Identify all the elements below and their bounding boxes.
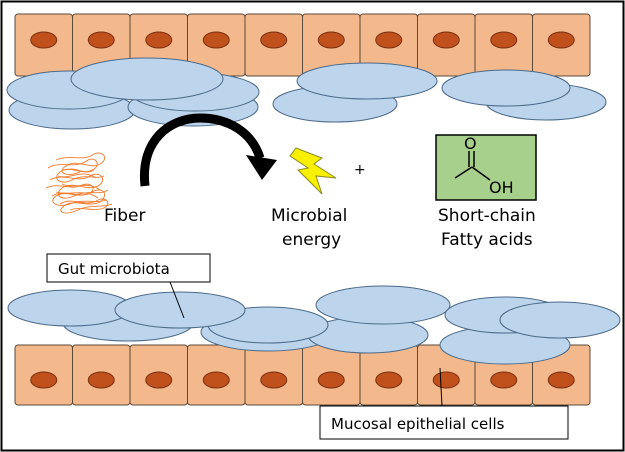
cell-nucleus — [547, 31, 575, 49]
hydroxyl-bond — [471, 166, 491, 181]
bacterium — [7, 289, 133, 327]
scfa-label-line1: Short-chain — [438, 206, 536, 226]
cell-nucleus — [375, 31, 403, 49]
gut-microbiota-leader — [169, 281, 185, 319]
cell-nucleus — [87, 371, 115, 389]
cell-nucleus — [87, 31, 115, 49]
plus-sign: + — [354, 162, 366, 178]
mucosal-cells-callout: Mucosal epithelial cells — [319, 367, 569, 440]
gut-microbiota-callout: Gut microbiota — [46, 253, 211, 319]
cell-nucleus — [202, 31, 230, 49]
curved-arrow-icon — [139, 113, 277, 187]
bacterium — [296, 62, 438, 100]
bacterium — [499, 301, 621, 339]
hydroxyl-group: OH — [489, 178, 514, 197]
gut-microbiota-label: Gut microbiota — [58, 260, 170, 278]
microbial-energy-label-line2: energy — [282, 230, 341, 250]
top-microbiota-layer — [6, 57, 607, 130]
cell-nucleus — [30, 371, 58, 389]
cell-nucleus — [260, 31, 288, 49]
fiber-scribble-icon — [45, 152, 113, 214]
mucosal-cells-leader — [439, 367, 443, 407]
cell-nucleus — [490, 371, 518, 389]
fiber-label: Fiber — [104, 206, 146, 226]
cell-nucleus — [145, 371, 173, 389]
bacterium — [70, 57, 224, 101]
cell-nucleus — [317, 31, 345, 49]
scfa-label-line2: Fatty acids — [441, 230, 533, 250]
bacterium — [315, 285, 451, 325]
cell-nucleus — [317, 371, 345, 389]
molecule-box — [435, 134, 537, 201]
methyl-bond — [454, 166, 473, 179]
cell-nucleus — [375, 371, 403, 389]
bottom-microbiota-layer — [7, 285, 621, 365]
mucosal-cells-box — [319, 405, 569, 440]
cell-nucleus — [202, 371, 230, 389]
acetic-acid-molecule: O OH — [435, 134, 537, 201]
lightning-bolt-icon — [289, 147, 337, 195]
cell-nucleus — [260, 371, 288, 389]
bacterium — [441, 69, 571, 107]
bottom-epithelial-cells — [14, 344, 591, 406]
mucosal-cells-label: Mucosal epithelial cells — [331, 415, 505, 433]
cell-nucleus — [432, 371, 460, 389]
cell-nucleus — [145, 31, 173, 49]
cell-nucleus — [490, 31, 518, 49]
microbial-energy-label-line1: Microbial — [271, 206, 347, 226]
oxygen-atom: O — [464, 134, 477, 153]
cell-nucleus — [547, 371, 575, 389]
gut-microbiota-box — [46, 253, 211, 283]
bacterium — [114, 291, 246, 329]
cell-nucleus — [432, 31, 460, 49]
cell-nucleus — [30, 31, 58, 49]
